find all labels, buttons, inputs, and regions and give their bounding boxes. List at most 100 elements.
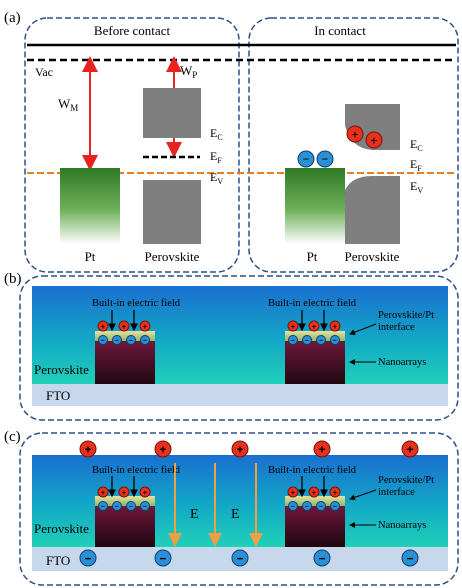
svg-text:−: − — [115, 337, 119, 344]
svg-text:−: − — [291, 503, 295, 510]
svg-text:+: + — [312, 322, 317, 331]
before-contact-frame — [24, 17, 240, 273]
svg-text:−: − — [84, 551, 91, 565]
panel-b-frame — [19, 275, 459, 421]
electron-charge: − — [112, 335, 122, 345]
svg-text:+: + — [312, 488, 317, 497]
panel-b: (b) FTO Perovskite Built-in electric fie… — [4, 271, 459, 421]
svg-text:+: + — [291, 322, 296, 331]
svg-text:+: + — [291, 488, 296, 497]
interface-right — [285, 496, 345, 506]
hole-charge: + — [308, 320, 320, 332]
electron-charge: − — [302, 335, 312, 345]
electron-charge: − — [316, 501, 326, 511]
svg-text:−: − — [143, 503, 147, 510]
svg-text:+: + — [351, 127, 358, 142]
svg-text:+: + — [236, 442, 243, 456]
hole-charge: + — [231, 440, 249, 458]
svg-text:+: + — [143, 488, 148, 497]
e-label: E — [190, 507, 199, 522]
ef-label-before: EF — [210, 149, 222, 165]
hole-charge: + — [365, 131, 383, 149]
valence-band-before — [143, 180, 201, 244]
hole-charge: + — [118, 486, 130, 498]
pt-label-after: Pt — [307, 249, 318, 264]
field-label-left: Built-in electric field — [92, 465, 181, 476]
svg-text:−: − — [101, 503, 105, 510]
e-label: E — [231, 507, 240, 522]
hole-charge: + — [97, 320, 109, 332]
hole-charge: + — [346, 125, 364, 143]
hole-charge: + — [139, 320, 151, 332]
before-contact-title: Before contact — [94, 23, 171, 38]
in-contact-frame — [248, 17, 459, 273]
svg-text:+: + — [122, 488, 127, 497]
hole-charge: + — [97, 486, 109, 498]
interface-label-line1: Perovskite/Pt — [378, 475, 434, 486]
electron-charge: − — [288, 501, 298, 511]
field-label-left: Built-in electric field — [92, 298, 181, 309]
interface-pointer — [349, 489, 377, 501]
electron-charge: − — [126, 501, 136, 511]
panel-b-tag: (b) — [4, 271, 22, 287]
in-contact-title: In contact — [314, 23, 366, 38]
svg-text:−: − — [291, 337, 295, 344]
ec-label-after: EC — [410, 137, 423, 153]
electron-charge: − — [302, 501, 312, 511]
fto-label: FTO — [46, 553, 70, 568]
pt-block-before — [60, 168, 120, 244]
svg-text:−: − — [303, 152, 310, 166]
interface-label-line2: interface — [378, 322, 415, 333]
interface-label-line2: interface — [378, 487, 415, 498]
svg-text:−: − — [333, 337, 337, 344]
wm-label: WM — [58, 96, 78, 113]
interface-label-line1: Perovskite/Pt — [378, 310, 434, 321]
hole-charge: + — [308, 486, 320, 498]
ef-label-after: EF — [410, 157, 422, 173]
interface-left — [95, 496, 155, 506]
panel-a-tag: (a) — [4, 10, 21, 26]
electron-charge: − — [313, 549, 331, 567]
panel-c-charges: +++−−−−+++−−−−+++++−−−−− — [79, 440, 419, 567]
interface-pointer — [349, 323, 377, 336]
svg-text:−: − — [159, 551, 166, 565]
hole-charge: + — [287, 320, 299, 332]
panel-c-frame — [19, 432, 459, 586]
hole-charge: + — [287, 486, 299, 498]
svg-text:−: − — [305, 337, 309, 344]
panel-a: (a) Before contact In contact Vac WM WP … — [4, 10, 459, 273]
hole-charge: + — [313, 440, 331, 458]
svg-text:−: − — [129, 503, 133, 510]
svg-text:−: − — [319, 503, 323, 510]
electron-charge: − — [126, 335, 136, 345]
electron-charge: − — [154, 549, 172, 567]
conduction-band-before — [143, 88, 201, 138]
svg-text:+: + — [101, 488, 106, 497]
electron-charge: − — [401, 549, 419, 567]
perovskite-label: Perovskite — [34, 521, 89, 536]
electron-charge: − — [231, 549, 249, 567]
field-label-right: Built-in electric field — [268, 465, 357, 476]
svg-text:−: − — [319, 337, 323, 344]
hole-charge: + — [329, 486, 341, 498]
svg-text:+: + — [333, 322, 338, 331]
hole-charge: + — [139, 486, 151, 498]
hole-charge: + — [401, 440, 419, 458]
valence-band-after — [345, 176, 400, 244]
svg-text:−: − — [305, 503, 309, 510]
panel-c-tag: (c) — [4, 429, 21, 445]
panel-c: (c) FTO Perovskite Built-in electric fie… — [4, 429, 459, 586]
svg-text:+: + — [122, 322, 127, 331]
svg-text:−: − — [101, 337, 105, 344]
nanoarrays-label: Nanoarrays — [378, 520, 426, 531]
svg-text:+: + — [318, 442, 325, 456]
panel-b-charges: +++−−−−+++−−−− — [97, 310, 341, 345]
svg-text:−: − — [236, 551, 243, 565]
electron-charge: − — [288, 335, 298, 345]
perovskite-label-before: Perovskite — [145, 249, 200, 264]
electron-charge: − — [316, 335, 326, 345]
electron-charge: − — [316, 150, 334, 168]
perovskite-label: Perovskite — [34, 362, 89, 377]
electron-charge: − — [297, 150, 315, 168]
